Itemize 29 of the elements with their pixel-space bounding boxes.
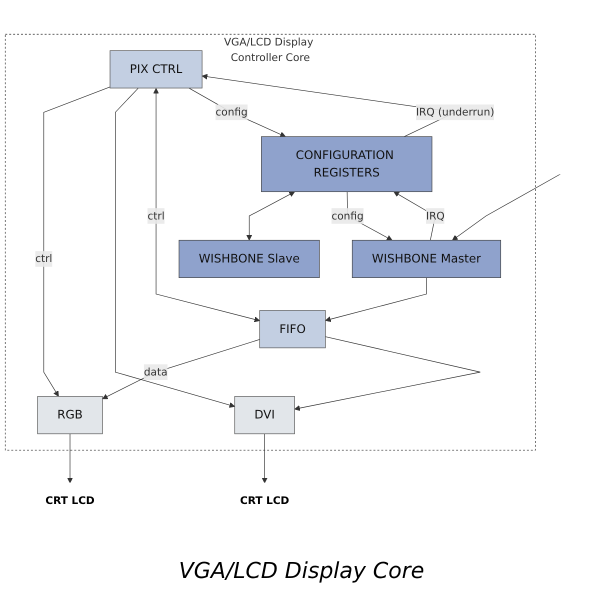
arrow	[394, 192, 436, 241]
arrow	[43, 86, 110, 397]
node-box: FIFO	[259, 310, 326, 348]
node-box: WISHBONE Master	[352, 240, 502, 278]
node-box: PIX CTRL	[110, 50, 202, 89]
edge-label: IRQ (underrun)	[416, 106, 494, 118]
arrow	[115, 88, 235, 408]
node-text: CRT LCD	[240, 494, 290, 507]
arrow	[188, 88, 286, 138]
arrow	[294, 336, 481, 412]
node-box: WISHBONE Slave	[178, 240, 320, 278]
edge-label: IRQ	[426, 210, 445, 222]
arrow	[325, 277, 427, 322]
node-box: CONFIGURATION REGISTERS	[261, 136, 432, 192]
edge-label: data	[144, 366, 168, 378]
edge-label: ctrl	[148, 210, 165, 222]
node-box: DVI	[234, 396, 295, 434]
arrow	[67, 434, 73, 484]
node-text: CRT LCD	[45, 494, 95, 507]
arrow	[262, 434, 268, 484]
edge-label: config	[216, 106, 248, 118]
arrow	[246, 192, 295, 241]
arrow	[153, 88, 260, 322]
arrow	[452, 174, 561, 241]
caption: VGA/LCD Display Core	[178, 558, 424, 586]
arrow	[102, 339, 260, 400]
edge-label: config	[331, 210, 364, 222]
node-box: RGB	[37, 396, 103, 434]
edge-label: ctrl	[35, 252, 52, 266]
